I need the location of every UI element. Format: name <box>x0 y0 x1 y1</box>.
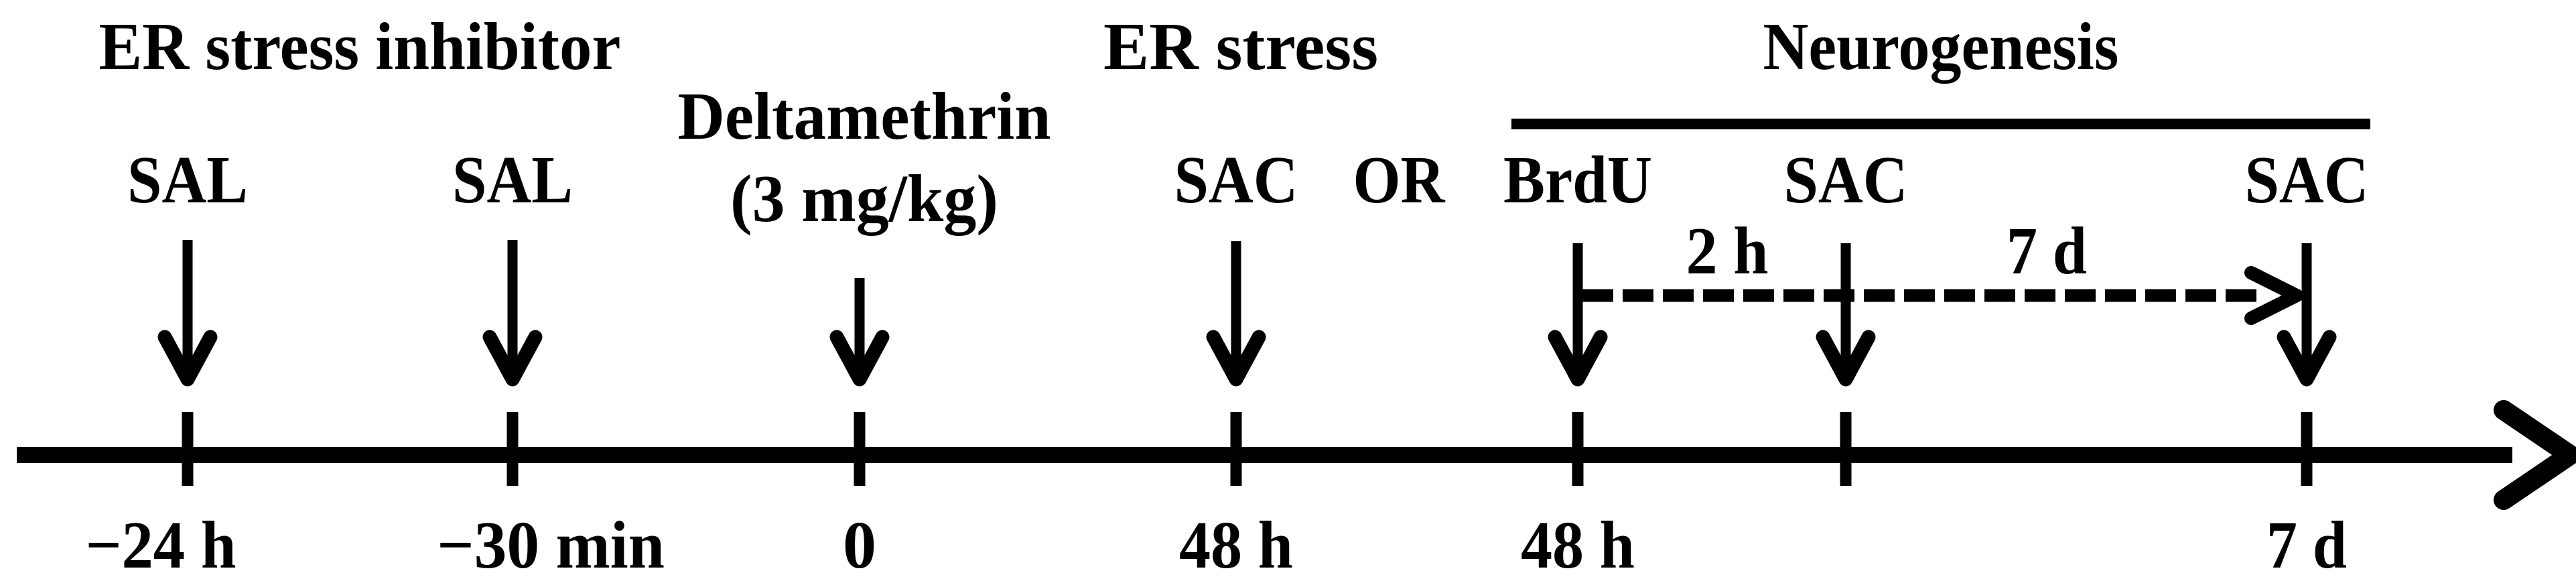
deltamethrin-label-line2: (3 mg/kg) <box>730 161 998 236</box>
duration-label-2h: 2 h <box>1686 213 1769 288</box>
event-down-arrowhead-icon <box>482 330 543 387</box>
time-label-3: 48 h <box>1179 507 1293 582</box>
event-label-sal-1: SAL <box>452 142 573 217</box>
timeline-tick-mark <box>506 412 519 486</box>
event-down-arrow-shaft <box>507 240 518 373</box>
timeline-tick-mark <box>2301 412 2313 486</box>
phase-header-er-stress: ER stress <box>1103 9 1378 84</box>
timeline-arrowhead-icon <box>2494 400 2576 510</box>
deltamethrin-label-line1: Deltamethrin <box>678 78 1051 153</box>
event-down-arrowhead-icon <box>1548 330 1608 387</box>
event-down-arrow-shaft <box>854 278 865 373</box>
timeline-axis <box>17 447 2512 463</box>
time-label-0: −24 h <box>86 507 236 582</box>
event-down-arrowhead-icon <box>2277 330 2337 387</box>
neurogenesis-phase-bar <box>1511 119 2370 129</box>
event-label-brdu-4: BrdU <box>1503 142 1652 217</box>
event-label-sal-0: SAL <box>127 142 248 217</box>
event-down-arrow-shaft <box>1840 243 1851 373</box>
event-down-arrowhead-icon <box>829 330 890 387</box>
phase-header-neurogenesis: Neurogenesis <box>1763 9 2119 84</box>
event-label-sac-6: SAC <box>2245 142 2369 217</box>
timeline-tick-mark <box>1840 412 1852 486</box>
or-separator-label: OR <box>1353 142 1446 217</box>
dashed-arrowhead-icon <box>2244 266 2303 325</box>
event-down-arrow-shaft <box>1231 241 1241 373</box>
timeline-tick-mark <box>1230 412 1242 486</box>
event-down-arrow-shaft <box>182 240 193 373</box>
timeline-tick-mark <box>1572 412 1584 486</box>
event-down-arrow-shaft <box>2301 243 2312 373</box>
event-down-arrowhead-icon <box>1816 330 1876 387</box>
time-label-1: −30 min <box>437 507 665 582</box>
event-label-sac-3: SAC <box>1174 142 1298 217</box>
event-down-arrow-shaft <box>1572 243 1583 373</box>
event-down-arrowhead-icon <box>1206 330 1266 387</box>
timeline-tick-mark <box>182 412 194 486</box>
phase-header-er-stress-inhibitor: ER stress inhibitor <box>99 9 621 84</box>
event-label-sac-5: SAC <box>1784 142 1908 217</box>
time-label-6: 7 d <box>2266 507 2347 582</box>
event-down-arrowhead-icon <box>157 330 218 387</box>
timeline-tick-mark <box>854 412 866 486</box>
duration-label-7d: 7 d <box>2007 213 2087 288</box>
time-label-4: 48 h <box>1521 507 1635 582</box>
time-label-2: 0 <box>843 507 876 582</box>
